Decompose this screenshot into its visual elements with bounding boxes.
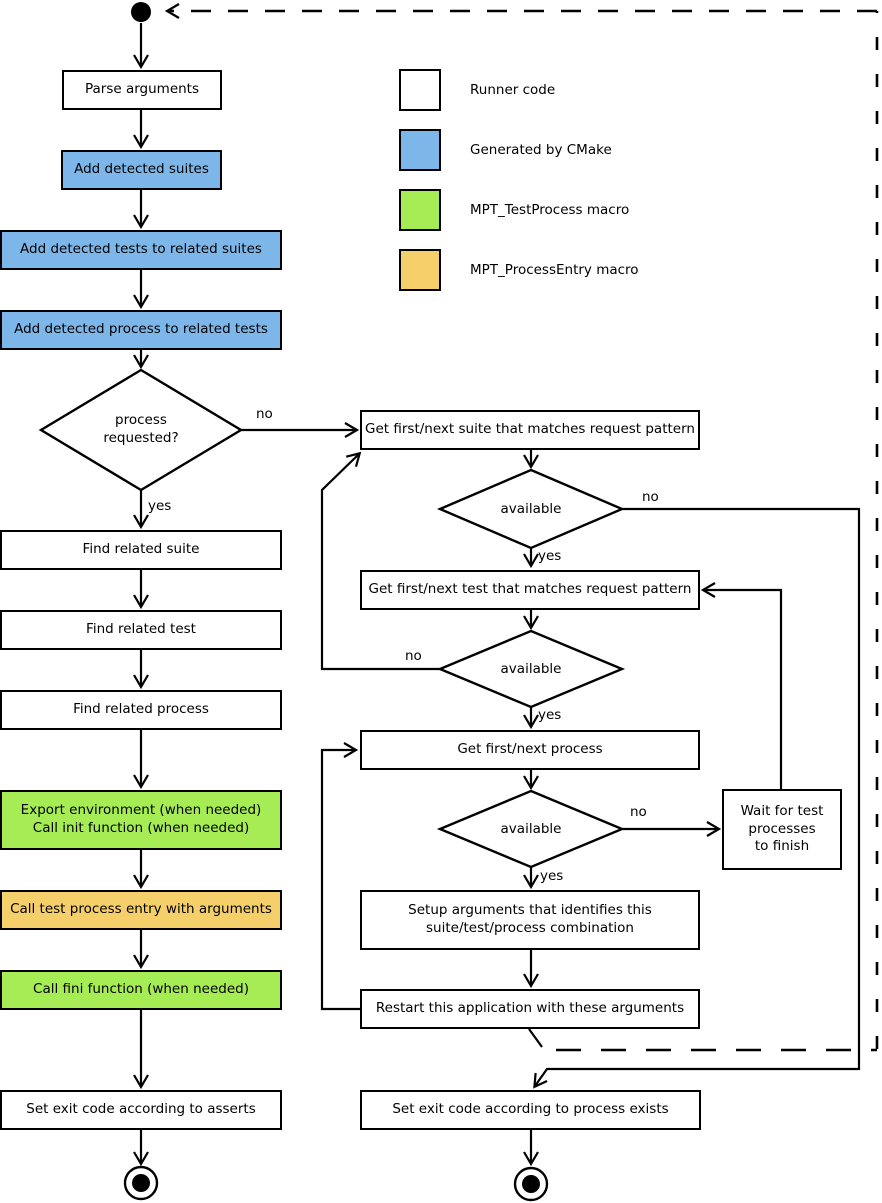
decision-suite-available-shape xyxy=(436,468,626,550)
node-call-fini: Call fini function (when needed) xyxy=(0,970,282,1010)
node-call-test-process-entry: Call test process entry with arguments xyxy=(0,890,282,930)
node-add-detected-process: Add detected process to related tests xyxy=(0,310,282,350)
node-get-next-test: Get first/next test that matches request… xyxy=(360,570,700,610)
node-get-next-suite: Get first/next suite that matches reques… xyxy=(360,410,700,450)
decision-process-available-shape xyxy=(436,789,626,869)
node-get-next-process: Get first/next process xyxy=(360,730,700,770)
decision-test-available-shape xyxy=(436,629,626,709)
legend-swatch-runner-code xyxy=(399,69,441,111)
node-setup-arguments: Setup arguments that identifies this sui… xyxy=(360,890,700,950)
node-find-related-test: Find related test xyxy=(0,610,282,650)
node-set-exit-process: Set exit code according to process exist… xyxy=(360,1090,701,1130)
legend-swatch-generated-by-cmake xyxy=(399,129,441,171)
decision-shapes xyxy=(38,368,626,869)
node-set-exit-asserts: Set exit code according to asserts xyxy=(0,1090,282,1130)
legend-label-mpt-processentry-macro: MPT_ProcessEntry macro xyxy=(470,262,639,278)
node-find-related-process: Find related process xyxy=(0,690,282,730)
end-node-runner xyxy=(123,1165,159,1201)
left-column-edges xyxy=(133,23,360,1167)
legend-label-runner-code: Runner code xyxy=(470,82,556,98)
legend-swatch-mpt-processentry-macro xyxy=(399,249,441,291)
node-add-detected-suites: Add detected suites xyxy=(61,150,222,190)
legend-label-mpt-testprocess-macro: MPT_TestProcess macro xyxy=(470,202,630,218)
node-find-related-suite: Find related suite xyxy=(0,530,282,570)
node-parse-arguments: Parse arguments xyxy=(62,70,222,110)
legend-label-generated-by-cmake: Generated by CMake xyxy=(470,142,612,158)
start-node xyxy=(131,2,151,22)
end-node-process xyxy=(513,1166,549,1202)
right-column-edges xyxy=(320,450,861,1167)
decision-process-requested-shape xyxy=(38,368,244,492)
restart-return-dashed-edge xyxy=(164,3,879,1052)
node-add-detected-tests: Add detected tests to related suites xyxy=(0,230,282,270)
legend-swatch-mpt-testprocess-macro xyxy=(399,189,441,231)
node-restart-application: Restart this application with these argu… xyxy=(360,989,700,1029)
node-export-env-call-init: Export environment (when needed) Call in… xyxy=(0,790,282,850)
node-wait-for-processes: Wait for test processes to finish xyxy=(722,789,842,870)
